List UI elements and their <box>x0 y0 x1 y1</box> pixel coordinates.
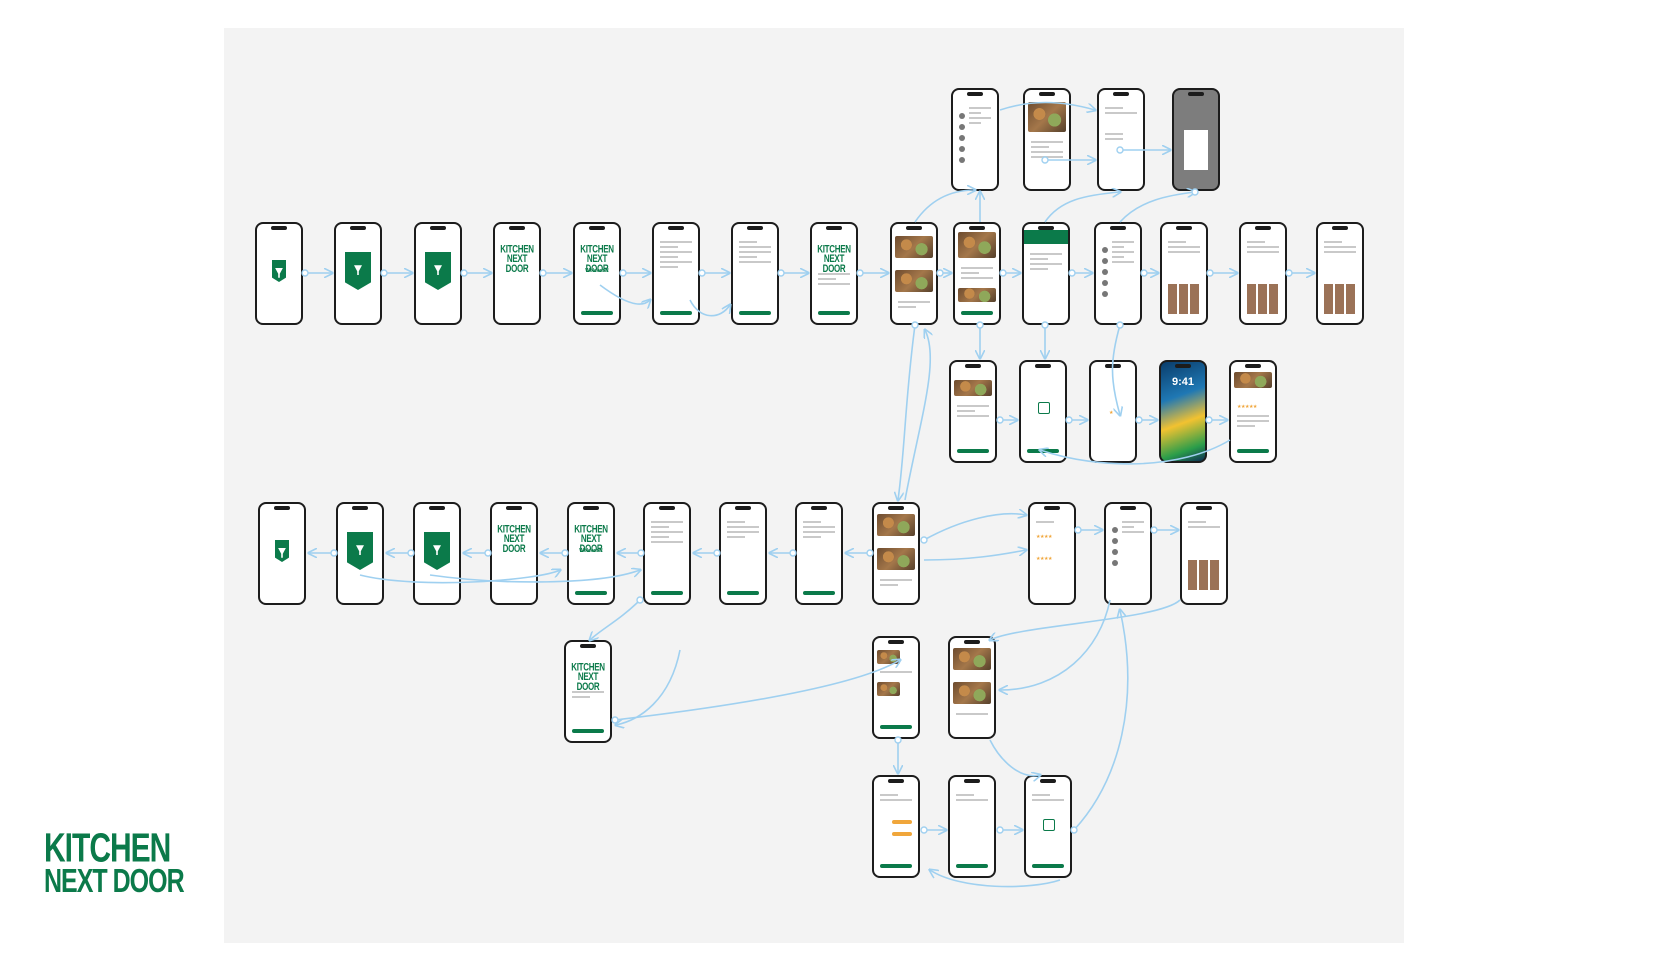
screen-sign-up[interactable] <box>652 222 700 325</box>
screen-dish-detail[interactable] <box>953 222 1001 325</box>
screen-recipe-detail[interactable] <box>1023 88 1071 191</box>
screen-menu-list[interactable] <box>951 88 999 191</box>
brand-logo-line1: KITCHEN <box>44 826 171 871</box>
screen-b-booking-times[interactable] <box>872 775 920 878</box>
screen-dietary-modal[interactable] <box>1172 88 1220 191</box>
screen-b-splash-logo-large[interactable] <box>336 502 384 605</box>
screen-b-booking-calendar[interactable] <box>948 775 996 878</box>
screen-profile-3[interactable] <box>1316 222 1364 325</box>
screen-profile-2[interactable] <box>1239 222 1287 325</box>
brand-logo-line2: NEXT DOOR <box>44 862 185 901</box>
screen-b-sign-up[interactable] <box>643 502 691 605</box>
screen-b-home-feed[interactable] <box>872 502 920 605</box>
screen-b-splash-logo-small[interactable] <box>258 502 306 605</box>
screen-b-edit-profile[interactable] <box>795 502 843 605</box>
screen-profile-1[interactable] <box>1160 222 1208 325</box>
screen-review[interactable]: ★★★★★ <box>1229 360 1277 463</box>
screen-lock-notification[interactable]: 9:41 <box>1159 360 1207 463</box>
canvas-board <box>224 28 1404 943</box>
screen-splash-logo-small[interactable] <box>255 222 303 325</box>
screen-b-chats[interactable] <box>1104 502 1152 605</box>
screen-b-create-profile[interactable] <box>719 502 767 605</box>
screen-create-profile[interactable] <box>731 222 779 325</box>
screen-b-search-results[interactable] <box>872 636 920 739</box>
screen-home-feed[interactable] <box>890 222 938 325</box>
screen-dietary-restrictions[interactable] <box>1097 88 1145 191</box>
brand-logo: KITCHEN NEXT DOOR <box>44 826 185 898</box>
screen-b-profile[interactable] <box>1180 502 1228 605</box>
screen-b-dish-feed[interactable] <box>948 636 996 739</box>
screen-messaging[interactable] <box>1022 222 1070 325</box>
screen-reservation-success[interactable] <box>1019 360 1067 463</box>
screen-rating-prompt[interactable]: ★ <box>1089 360 1137 463</box>
screen-b-splash-logo-large-2[interactable] <box>413 502 461 605</box>
screen-chats-list[interactable] <box>1094 222 1142 325</box>
screen-confirm-reservation[interactable] <box>949 360 997 463</box>
screen-splash-logo-large-2[interactable] <box>414 222 462 325</box>
screen-b-favorites[interactable]: ★★★★★★★★ <box>1028 502 1076 605</box>
screen-splash-logo-large[interactable] <box>334 222 382 325</box>
screen-b-booking-success[interactable] <box>1024 775 1072 878</box>
